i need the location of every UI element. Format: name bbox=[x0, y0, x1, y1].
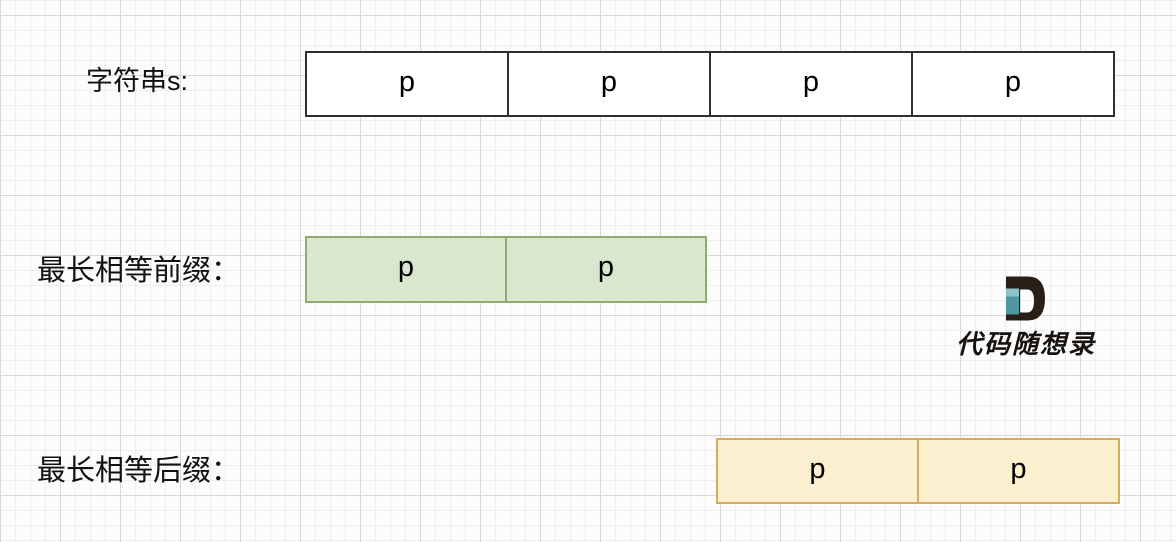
string-s-row: p p p p bbox=[305, 51, 1115, 117]
suffix-cell: p bbox=[809, 452, 826, 485]
suffix-label: 最长相等后缀： bbox=[37, 455, 241, 487]
string-s-label: 字符串s: bbox=[86, 66, 189, 96]
suffix-row: p p bbox=[716, 438, 1120, 504]
prefix-label: 最长相等前缀： bbox=[37, 255, 241, 287]
brand-logo-text: 代码随想录 bbox=[955, 330, 1096, 360]
string-cell: p bbox=[507, 53, 709, 115]
prefix-row: p p bbox=[305, 236, 707, 303]
d-logo-icon bbox=[1006, 276, 1045, 321]
string-cell: p bbox=[398, 65, 416, 98]
brand-logo: 代码随想录 bbox=[948, 276, 1104, 361]
prefix-cell: p bbox=[505, 238, 705, 301]
string-cell: p bbox=[911, 53, 1113, 115]
string-cell: p bbox=[709, 53, 911, 115]
prefix-cell: p bbox=[397, 251, 415, 283]
suffix-cell: p bbox=[917, 440, 1118, 502]
